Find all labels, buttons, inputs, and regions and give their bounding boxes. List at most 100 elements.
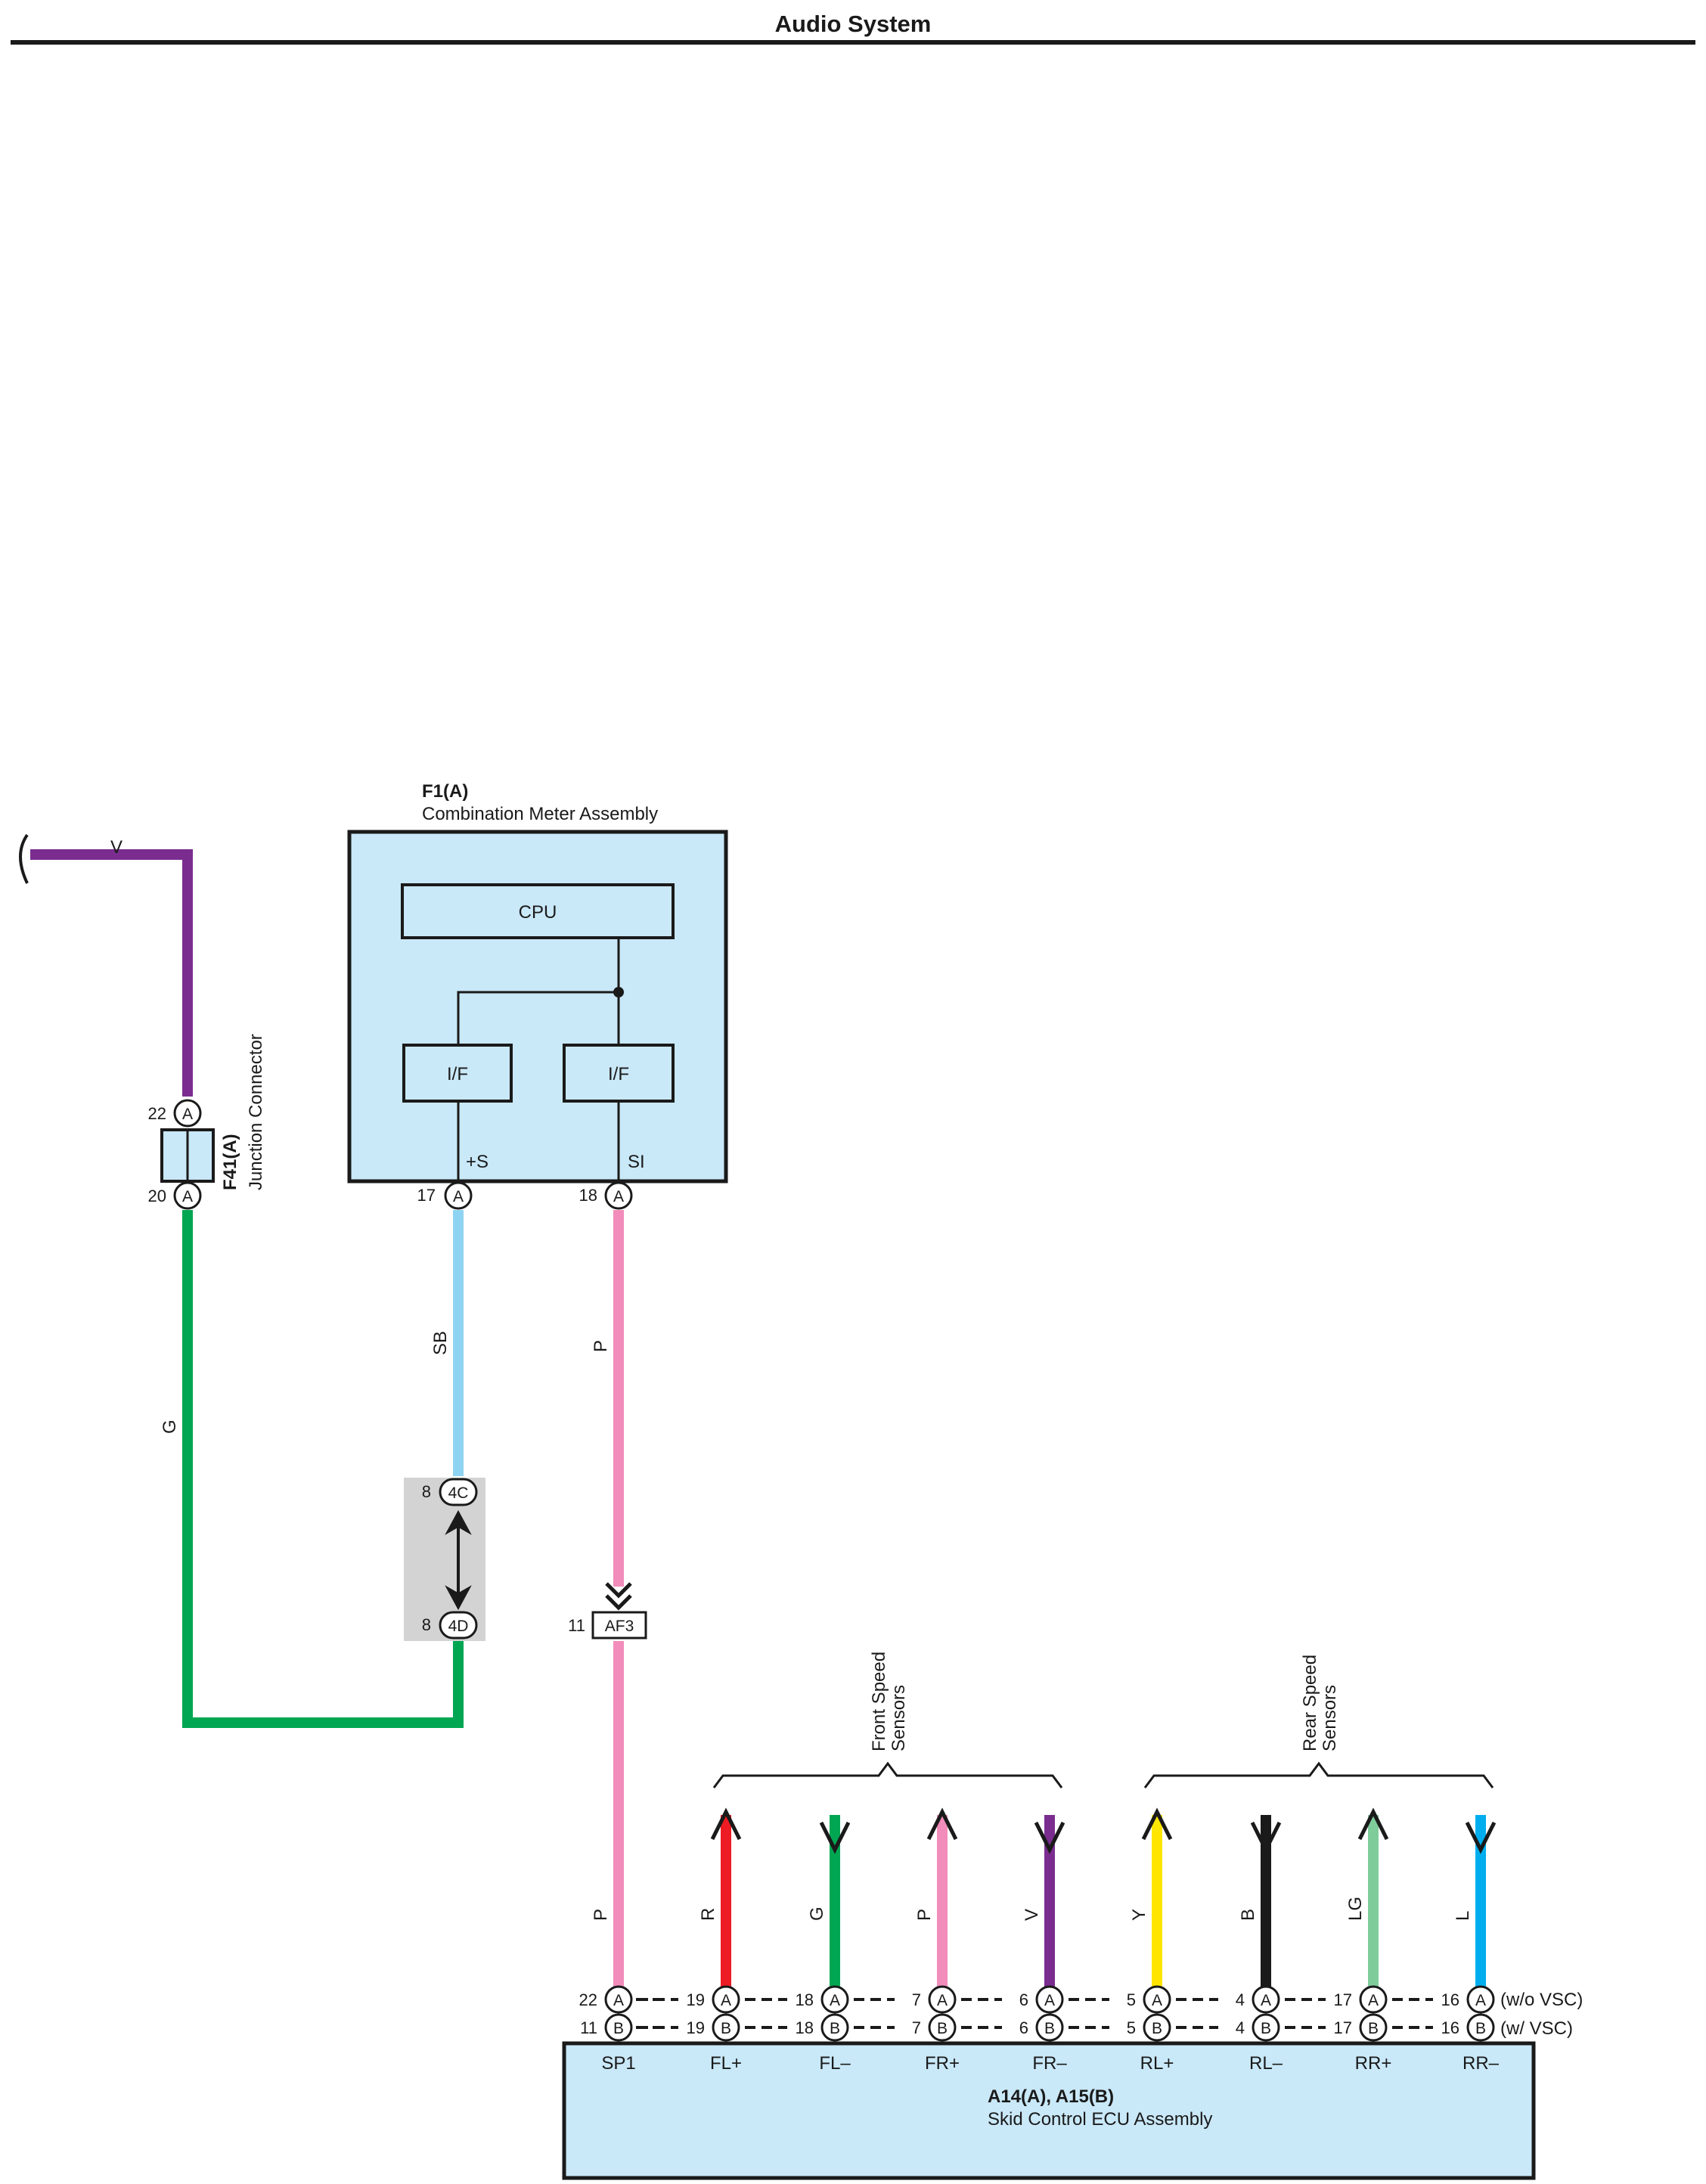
inline-arrow-down-icon — [445, 1585, 472, 1611]
connector-a-label-fl-plus: A — [721, 1992, 731, 2009]
af3-chevron-icon — [605, 1582, 632, 1611]
terminal-si: SI — [628, 1152, 645, 1172]
arrow-up-icon — [710, 1807, 742, 1841]
connector-b-label-rl-plus: B — [1152, 2020, 1162, 2037]
terminal-fr-plus: FR+ — [925, 2053, 960, 2074]
wire-label-p-lower: P — [591, 1909, 611, 1921]
connector-b-rl-minus — [1252, 2013, 1280, 2042]
arrow-down-icon — [1250, 1821, 1282, 1854]
connector-4d — [439, 1611, 478, 1640]
wire-label-fr-minus: V — [1022, 1909, 1042, 1921]
wire-break-mark — [19, 833, 29, 884]
connector-af3 — [591, 1611, 647, 1640]
meter-ref: F1(A) — [422, 781, 468, 802]
connector-b-sp1 — [604, 2013, 633, 2042]
wire-label-fl-minus: G — [807, 1906, 827, 1921]
pin-a-sp1: 22 — [579, 1990, 597, 2009]
connector-a-label-fl-minus: A — [830, 1992, 840, 2009]
junction-connector-label-top: A — [182, 1106, 193, 1123]
meter-connector-a-right — [604, 1181, 633, 1210]
arrow-down-icon — [1465, 1821, 1497, 1854]
inline-arrow-up-icon — [445, 1509, 472, 1535]
inline-connector-shade — [404, 1478, 485, 1641]
ecu-ref: A14(A), A15(B) — [988, 2086, 1114, 2107]
meter-connector-label-right: A — [613, 1188, 624, 1205]
wire-label-sb: SB — [430, 1331, 451, 1355]
pin-a-rl-minus: 4 — [1236, 1990, 1245, 2009]
connector-a-label-sp1: A — [613, 1992, 624, 2009]
ecu-name: Skid Control ECU Assembly — [988, 2109, 1212, 2130]
rear-sensors-line1: Rear Speed — [1300, 1655, 1320, 1751]
wire-label-p-upper: P — [591, 1340, 611, 1352]
junction-connector-bottom — [173, 1181, 202, 1210]
meter-pin-18: 18 — [579, 1186, 597, 1205]
connector-b-label-fr-minus: B — [1044, 2020, 1055, 2037]
wire-label-rr-plus: LG — [1345, 1897, 1366, 1921]
pin-b-rr-plus: 17 — [1334, 2018, 1352, 2037]
if-label-left: I/F — [447, 1064, 468, 1084]
pin-b-sp1: 11 — [580, 2018, 597, 2037]
connector-a-label-rr-plus: A — [1368, 1992, 1379, 2009]
front-sensors-line1: Front Speed — [869, 1652, 889, 1751]
connector-b-label-fr-plus: B — [937, 2020, 948, 2037]
meter-name: Combination Meter Assembly — [422, 804, 658, 824]
if-label-right: I/F — [608, 1064, 629, 1084]
terminal-sp1: SP1 — [601, 2053, 635, 2074]
pin-b-fl-minus: 18 — [796, 2018, 814, 2037]
terminal-fl-plus: FL+ — [710, 2053, 742, 2074]
connector-4d-label: 4D — [448, 1618, 469, 1635]
pin-b-fr-minus: 6 — [1019, 2018, 1028, 2037]
junction-connector-top — [173, 1099, 202, 1128]
connector-a-fl-minus — [820, 1985, 849, 2014]
inline-pin-bottom: 8 — [422, 1615, 431, 1634]
pin-b-fl-plus: 19 — [687, 2018, 705, 2037]
terminal-fl-minus: FL– — [819, 2053, 851, 2074]
wire-label-g: G — [160, 1419, 180, 1434]
ecu-note-b: (w/ VSC) — [1500, 2018, 1573, 2039]
arrow-up-icon — [1357, 1807, 1389, 1841]
connector-a-fl-plus — [712, 1985, 740, 2014]
pin-b-rl-plus: 5 — [1127, 2018, 1136, 2037]
if-box-left — [402, 1044, 513, 1103]
junction-pin-22: 22 — [148, 1104, 166, 1123]
wire-label-rr-minus: L — [1453, 1911, 1473, 1921]
junction-ref: F41(A) — [220, 1134, 240, 1190]
connector-a-fr-plus — [928, 1985, 957, 2014]
rear-sensors-line2: Sensors — [1320, 1685, 1340, 1751]
connector-a-label-rl-minus: A — [1261, 1992, 1271, 2009]
connector-4c — [439, 1478, 478, 1506]
front-sensors-line2: Sensors — [889, 1685, 909, 1751]
connector-a-sp1 — [604, 1985, 633, 2014]
wire-label-fl-plus: R — [698, 1908, 718, 1921]
connector-a-label-fr-plus: A — [937, 1992, 948, 2009]
connector-b-fl-plus — [712, 2013, 740, 2042]
junction-pin-20: 20 — [148, 1187, 166, 1205]
pin-a-fl-minus: 18 — [796, 1990, 814, 2009]
connector-a-rr-minus — [1466, 1985, 1495, 2014]
connector-b-label-sp1: B — [613, 2020, 624, 2037]
connector-b-label-fl-plus: B — [721, 2020, 731, 2037]
ecu-connector-dashes — [636, 1998, 1433, 2029]
junction-connector-label-bottom: A — [182, 1188, 193, 1205]
pin-b-fr-plus: 7 — [912, 2018, 921, 2037]
connector-a-rl-minus — [1252, 1985, 1280, 2014]
pin-b-rr-minus: 16 — [1441, 2018, 1459, 2037]
pin-a-fl-plus: 19 — [687, 1990, 705, 2009]
connector-b-fr-minus — [1035, 2013, 1064, 2042]
connector-b-fr-plus — [928, 2013, 957, 2042]
pin-a-fr-plus: 7 — [912, 1990, 921, 2009]
terminal-rr-minus: RR– — [1463, 2053, 1500, 2074]
af3-pin: 11 — [568, 1616, 585, 1635]
wire-label-rl-plus: Y — [1129, 1909, 1149, 1921]
pin-a-rr-minus: 16 — [1441, 1990, 1459, 2009]
connector-a-label-rr-minus: A — [1475, 1992, 1486, 2009]
ecu-terminals: 2211ABSP11919ABFL+1818ABFL–77ABFR+66ABFR… — [579, 1985, 1500, 2074]
connector-4c-label: 4C — [448, 1484, 469, 1502]
cpu-box — [401, 883, 675, 939]
pin-a-fr-minus: 6 — [1019, 1990, 1028, 2009]
pin-a-rr-plus: 17 — [1334, 1990, 1352, 2009]
connector-a-rl-plus — [1143, 1985, 1171, 2014]
meter-connector-a-left — [444, 1181, 473, 1210]
connector-b-label-rr-plus: B — [1368, 2020, 1379, 2037]
